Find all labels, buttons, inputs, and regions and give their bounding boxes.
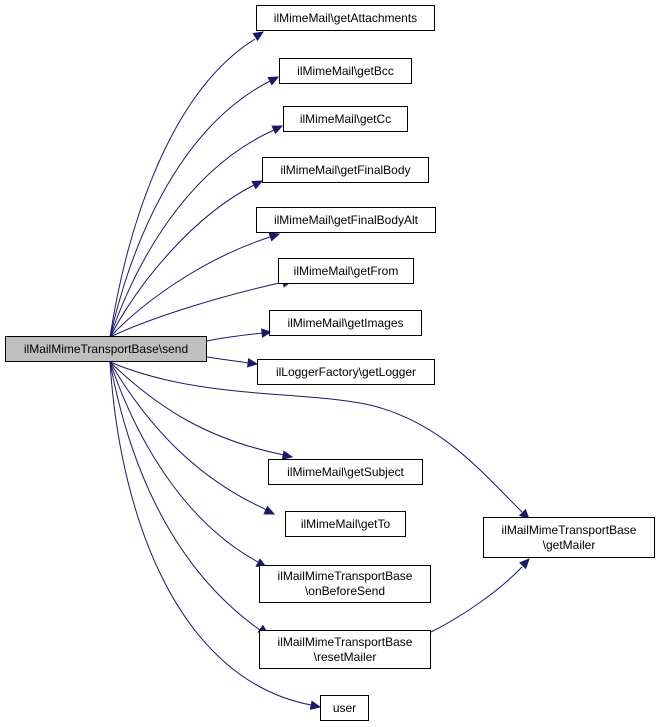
node-send-label: ilMailMimeTransportBase\send <box>23 341 189 356</box>
node-getFrom[interactable]: ilMimeMail\getFrom <box>278 258 414 284</box>
node-getCc[interactable]: ilMimeMail\getCc <box>283 106 408 132</box>
node-getBcc-label: ilMimeMail\getBcc <box>297 63 394 78</box>
node-getFinalBody-label: ilMimeMail\getFinalBody <box>280 162 411 177</box>
node-getSubject-label: ilMimeMail\getSubject <box>287 464 404 479</box>
node-getTo-label: ilMimeMail\getTo <box>300 516 391 531</box>
node-resetMailer[interactable]: ilMailMimeTransportBase \resetMailer <box>259 630 431 669</box>
node-getAttachments-label: ilMimeMail\getAttachments <box>273 10 418 25</box>
edge-send-to-getCc <box>109 129 275 338</box>
node-onBeforeSend-line1: ilMailMimeTransportBase <box>277 569 413 583</box>
arrowhead-resetMailer-to-getMailer <box>519 558 530 570</box>
edge-send-to-getSubject <box>109 361 285 456</box>
node-getMailer[interactable]: ilMailMimeTransportBase \getMailer <box>483 517 655 558</box>
node-getLogger-label: ilLoggerFactory\getLogger <box>275 364 417 379</box>
node-getFinalBodyAlt-label: ilMimeMail\getFinalBodyAlt <box>273 212 419 227</box>
node-getBcc[interactable]: ilMimeMail\getBcc <box>279 58 412 84</box>
edge-send-to-getLogger <box>206 356 250 364</box>
node-onBeforeSend[interactable]: ilMailMimeTransportBase \onBeforeSend <box>259 565 431 603</box>
node-getFrom-label: ilMimeMail\getFrom <box>293 263 399 278</box>
arrowhead-send-to-getFinalBodyAlt <box>268 232 281 242</box>
node-getSubject[interactable]: ilMimeMail\getSubject <box>268 459 423 485</box>
node-getImages[interactable]: ilMimeMail\getImages <box>269 310 422 336</box>
arrowhead-send-to-user <box>309 700 322 710</box>
arrowhead-send-to-getAttachments <box>252 31 265 42</box>
edge-send-to-user <box>109 361 312 706</box>
node-getMailer-line1: ilMailMimeTransportBase <box>501 522 637 537</box>
edge-send-to-getMailer <box>109 361 523 513</box>
node-user-label: user <box>332 700 357 715</box>
arrowhead-send-to-getSubject <box>281 450 294 460</box>
arrowhead-send-to-getFinalBody <box>251 180 264 190</box>
edge-send-to-getAttachments <box>109 38 256 338</box>
node-getFinalBodyAlt[interactable]: ilMimeMail\getFinalBodyAlt <box>256 207 436 233</box>
edge-send-to-getTo <box>109 361 268 511</box>
node-getImages-label: ilMimeMail\getImages <box>287 315 404 330</box>
node-getLogger[interactable]: ilLoggerFactory\getLogger <box>257 359 435 385</box>
edge-resetMailer-to-getMailer <box>430 566 523 633</box>
arrowhead-send-to-getCc <box>271 125 284 135</box>
node-resetMailer-line1: ilMailMimeTransportBase <box>277 634 413 649</box>
edge-send-to-getBcc <box>109 80 271 338</box>
edge-send-to-getFrom <box>109 281 285 338</box>
node-user[interactable]: user <box>320 695 369 721</box>
node-getMailer-line2: \getMailer <box>542 537 596 552</box>
edge-send-to-onBeforeSend <box>109 361 259 563</box>
arrowhead-send-to-getTo <box>263 505 276 515</box>
arrowhead-send-to-getBcc <box>267 76 280 86</box>
arrowhead-send-to-getImages <box>261 328 273 338</box>
node-getCc-label: ilMimeMail\getCc <box>299 111 392 126</box>
node-resetMailer-line2: \resetMailer <box>313 649 377 664</box>
edge-send-to-resetMailer <box>109 361 261 631</box>
edge-send-to-getFinalBody <box>109 184 255 338</box>
node-getTo[interactable]: ilMimeMail\getTo <box>285 511 406 537</box>
edge-send-to-getImages <box>206 332 264 342</box>
arrowhead-send-to-getLogger <box>246 357 259 368</box>
edge-send-to-getFinalBodyAlt <box>109 236 271 338</box>
node-getAttachments[interactable]: ilMimeMail\getAttachments <box>256 5 435 31</box>
node-getFinalBody[interactable]: ilMimeMail\getFinalBody <box>262 157 429 183</box>
node-send: ilMailMimeTransportBase\send <box>5 336 207 362</box>
node-onBeforeSend-line2: \onBeforeSend <box>304 584 386 598</box>
